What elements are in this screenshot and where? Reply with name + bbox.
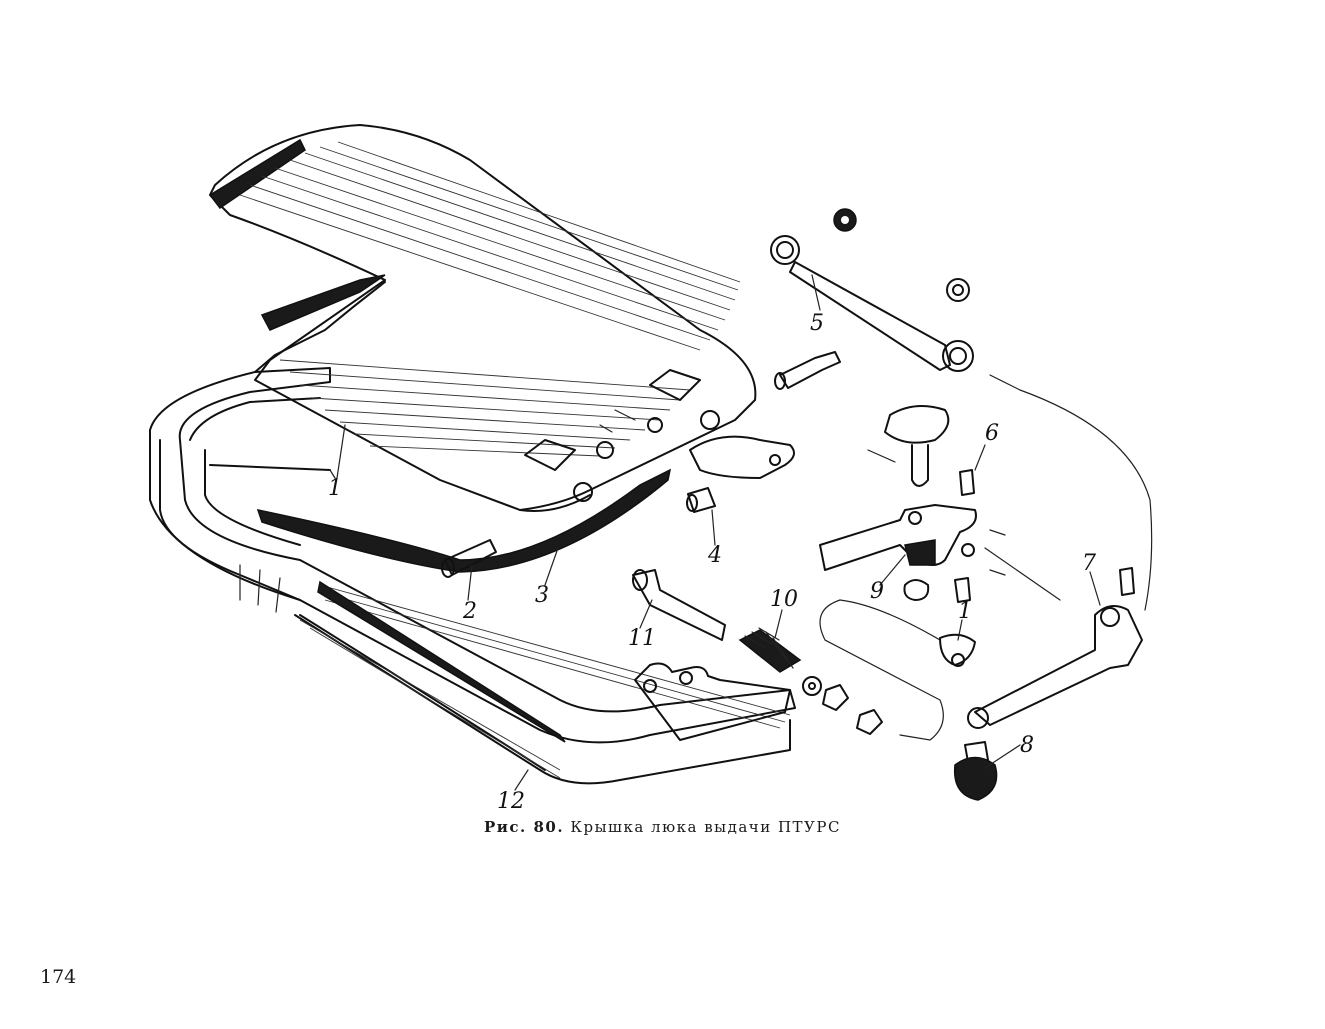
crank-arm — [967, 567, 1143, 729]
lever — [819, 504, 1061, 603]
hatch-frame — [149, 367, 796, 785]
callout-6: 6 — [985, 421, 999, 446]
callout-labels: 1 2 3 4 5 6 7 8 9 10 11 12 1 — [328, 311, 1096, 814]
washers-and-nuts — [802, 676, 883, 735]
callout-10: 10 — [770, 587, 798, 612]
caption-prefix: Рис. 80. — [484, 818, 565, 836]
leader-lines — [336, 274, 1101, 791]
callout-2: 2 — [462, 599, 477, 624]
pin — [441, 539, 497, 578]
callout-3: 3 — [535, 583, 549, 608]
caption-text: Крышка люка выдачи ПТУРС — [570, 818, 841, 836]
callout-12: 12 — [497, 789, 525, 814]
knob — [953, 741, 998, 801]
axle-pin — [774, 351, 841, 390]
callout-5: 5 — [810, 311, 824, 336]
callout-9: 9 — [870, 579, 884, 604]
callout-1: 1 — [328, 476, 342, 501]
spring — [738, 627, 802, 673]
cable — [819, 389, 1153, 741]
figure-caption: Рис. 80. Крышка люка выдачи ПТУРС — [0, 818, 1325, 836]
locking-handle — [867, 405, 975, 496]
sleeve — [686, 487, 716, 513]
callout-7: 7 — [1082, 551, 1096, 576]
link-rod — [770, 208, 1021, 391]
callout-11: 11 — [628, 626, 656, 651]
callout-4: 4 — [707, 543, 722, 568]
torsion-bar — [256, 274, 672, 573]
callout-8: 8 — [1020, 733, 1034, 758]
callout-1-small-handle: 1 — [958, 599, 972, 624]
page-number: 174 — [40, 966, 77, 988]
hatch-cover — [208, 124, 795, 512]
